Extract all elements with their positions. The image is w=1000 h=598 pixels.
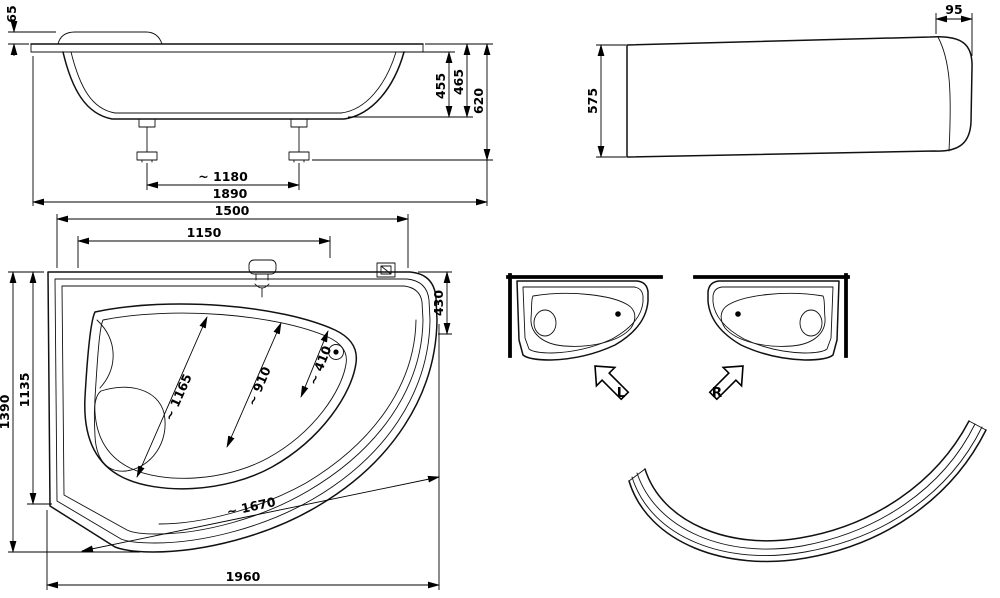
panel-side-view: 575 95 <box>585 2 973 158</box>
dim-front-1670: ~ 1670 <box>81 475 440 553</box>
dim-top-1500: 1500 <box>56 203 409 268</box>
right-version-label: R <box>712 385 723 401</box>
headrest-profile <box>57 31 163 45</box>
left-version-icon <box>506 273 663 361</box>
dim-label-410: ~ 410 <box>305 343 334 387</box>
seat-contour <box>93 386 166 472</box>
dim-bottom-1960: 1960 <box>46 324 440 590</box>
tub-body-outer <box>62 51 405 120</box>
dim-inner-410: ~ 410 <box>300 330 335 398</box>
dim-label-65: 65 <box>4 5 19 22</box>
arrow-right-icon <box>708 365 744 401</box>
dim-label-1960: 1960 <box>226 569 261 584</box>
dim-rim-thickness: 65 <box>4 5 56 56</box>
overflow-icon <box>328 344 344 360</box>
dim-label-1890: 1890 <box>213 186 248 201</box>
backrest-contour <box>96 319 114 389</box>
dim-label-620: 620 <box>471 88 486 114</box>
dim-label-1150: 1150 <box>187 225 222 240</box>
dim-label-1135: 1135 <box>17 373 32 408</box>
plan-rim-contour-2 <box>61 285 424 535</box>
headrest-fitting-icon <box>248 259 277 298</box>
dim-left-1135: 1135 <box>8 271 52 505</box>
dim-panel-return: 95 <box>935 2 973 56</box>
dim-label-575: 575 <box>585 88 600 114</box>
plan-rim-contour-3 <box>158 319 417 525</box>
dim-left-1390: 1390 <box>0 271 140 553</box>
dim-feet-spacing: ~ 1180 <box>146 163 300 190</box>
panel-return-edge <box>937 36 951 152</box>
dim-inner-1165: ~ 1165 <box>136 316 208 478</box>
dim-total-length: 1890 <box>32 56 488 206</box>
dim-depths-right: 455 465 620 <box>312 43 493 161</box>
dim-label-1500: 1500 <box>215 203 250 218</box>
dim-label-1390: 1390 <box>0 394 12 429</box>
grab-fitting-icon <box>376 262 396 278</box>
dim-label-910: ~ 910 <box>244 364 274 408</box>
right-version-icon <box>693 273 850 361</box>
tub-rim-underside <box>30 43 424 53</box>
dim-label-430: 430 <box>431 290 446 316</box>
dim-label-465: 465 <box>451 69 466 95</box>
overflow-center-icon <box>333 349 339 355</box>
dim-inner-910: ~ 910 <box>226 322 282 448</box>
basin-outline <box>84 303 358 490</box>
dim-panel-height: 575 <box>585 44 626 158</box>
panel-outline <box>626 35 973 158</box>
panel-end-caps <box>628 420 987 482</box>
dim-label-95: 95 <box>945 2 962 17</box>
tub-body-inner <box>70 51 397 114</box>
dim-right-430: 430 <box>418 271 452 335</box>
flexible-panel-plan <box>628 420 987 563</box>
dim-label-1180: ~ 1180 <box>198 169 248 184</box>
dim-top-1150: 1150 <box>77 225 331 268</box>
foot-left <box>136 118 158 163</box>
dim-label-455: 455 <box>433 73 448 99</box>
foot-right <box>288 118 310 163</box>
arrow-left-icon <box>594 365 630 401</box>
dim-label-1165: ~ 1165 <box>161 371 195 422</box>
side-elevation-view: 65 455 465 620 ~ 1180 1890 <box>4 5 493 206</box>
basin-inner-line <box>94 312 347 479</box>
dim-label-1670: ~ 1670 <box>225 494 277 519</box>
orientation-icons: L R <box>506 273 850 401</box>
left-version-label: L <box>617 385 626 401</box>
plan-view: 1500 1150 430 1135 1390 ~ 410 <box>0 203 452 590</box>
